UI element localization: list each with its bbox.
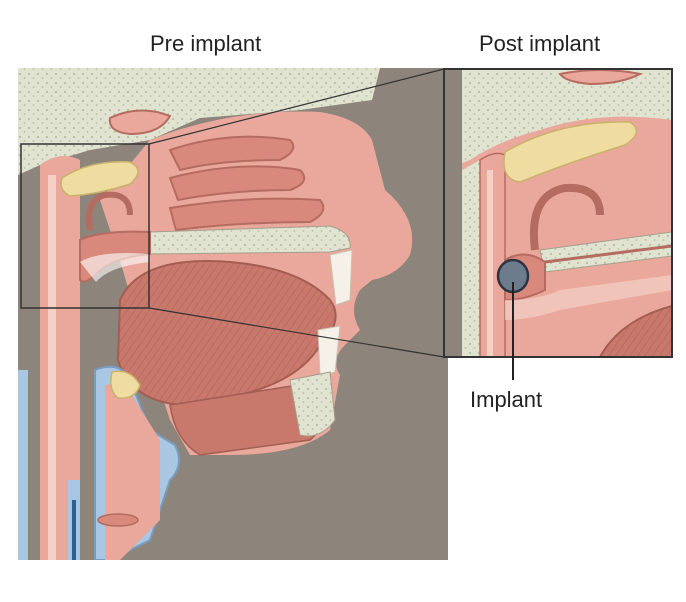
spine-strip [18,370,28,560]
skull-bone [18,68,380,175]
implant-label: Implant [470,387,543,412]
detail-box [20,143,150,309]
pre-implant-view [18,68,448,560]
mandible [289,371,336,437]
inset-skull-bone [444,69,672,170]
post-implant-title: Post implant [479,31,601,56]
pre-implant-title: Pre implant [150,31,262,56]
adenoid-tissue [60,161,139,197]
inset-airway [505,275,672,320]
sinus-cavity [108,109,172,136]
zoom-line-bottom [148,307,445,358]
post-implant-view [444,69,672,357]
upper-teeth [329,249,353,306]
airway [80,253,150,282]
inset-adenoid-tissue [503,121,638,183]
nasal-turbinate-lower [168,197,325,232]
inset-vertebra [462,160,480,357]
inset-sinus [558,69,644,86]
eustachian-tube [86,191,133,231]
tongue [116,260,337,407]
nasal-turbinate-middle [168,165,306,202]
hard-palate [149,225,351,255]
inset-palate-line [544,244,672,264]
zoom-line-top [148,68,445,145]
nasal-turbinate-upper [168,135,295,172]
epiglottis-fat [110,370,141,399]
vocal-cords [97,513,139,527]
inset-gray-tissue [444,69,462,357]
inset-frame [443,68,673,358]
inset-eustachian-tube [529,183,604,251]
esophagus-lumen [72,500,76,560]
